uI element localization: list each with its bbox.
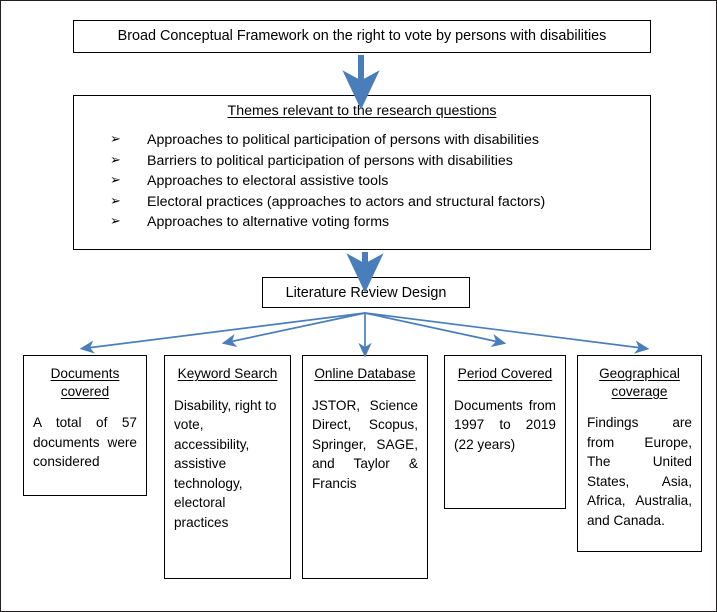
theme-item-label: Approaches to alternative voting forms (147, 214, 390, 230)
theme-item-label: Electoral practices (approaches to actor… (147, 193, 546, 210)
arrow-design-to-geographical (364, 312, 650, 354)
online-database-title: Online Database (314, 366, 416, 381)
theme-item: ➢ Approaches to alternative voting forms (110, 212, 650, 233)
documents-covered-title: Documents covered (50, 366, 120, 399)
framework-title: Broad Conceptual Framework on the right … (117, 27, 607, 44)
theme-item: ➢ Barriers to political participation of… (110, 151, 650, 172)
themes-box: Themes relevant to the research question… (73, 95, 651, 250)
theme-item: ➢ Electoral practices (approaches to act… (110, 192, 650, 213)
bullet-arrow-icon: ➢ (110, 132, 121, 147)
period-covered-box: Period Covered Documents from 1997 to 20… (444, 355, 566, 509)
documents-covered-box: Documents covered A total of 57 document… (23, 355, 147, 496)
framework-box: Broad Conceptual Framework on the right … (73, 20, 651, 53)
theme-item-label: Approaches to electoral assistive tools (147, 173, 389, 189)
keyword-search-box: Keyword Search Disability, right to vote… (164, 355, 291, 579)
period-covered-title: Period Covered (457, 366, 553, 381)
keyword-search-body: Disability, right to vote, accessibility… (174, 397, 277, 531)
bullet-arrow-icon: ➢ (110, 193, 121, 209)
theme-item-label: Approaches to political participation of… (147, 132, 539, 148)
online-database-body: JSTOR, Science Direct, Scopus, Springer,… (312, 397, 418, 491)
theme-item-label: Barriers to political participation of p… (147, 152, 513, 169)
geographical-coverage-body: Findings are from Europe, The United Sta… (587, 415, 692, 528)
documents-covered-body: A total of 57 documents were considered (33, 415, 137, 470)
theme-item: ➢ Approaches to electoral assistive tool… (110, 171, 650, 192)
literature-review-design-box: Literature Review Design (262, 277, 470, 308)
themes-title: Themes relevant to the research question… (227, 103, 497, 119)
bullet-arrow-icon: ➢ (110, 214, 121, 229)
literature-review-design-title: Literature Review Design (285, 284, 447, 301)
online-database-box: Online Database JSTOR, Science Direct, S… (302, 355, 428, 579)
period-covered-body: Documents from 1997 to 2019 (22 years) (454, 397, 556, 452)
arrow-design-to-documents (79, 312, 366, 354)
bullet-arrow-icon: ➢ (110, 173, 121, 188)
geographical-coverage-box: Geographical coverage Findings are from … (577, 355, 702, 552)
bullet-arrow-icon: ➢ (110, 152, 121, 168)
themes-list: ➢ Approaches to political participation … (74, 130, 650, 233)
geographical-coverage-title: Geographical coverage (599, 366, 680, 399)
arrow-design-to-keyword (221, 312, 366, 347)
theme-item: ➢ Approaches to political participation … (110, 130, 650, 151)
arrow-design-to-period (364, 312, 507, 347)
keyword-search-title: Keyword Search (177, 366, 278, 381)
